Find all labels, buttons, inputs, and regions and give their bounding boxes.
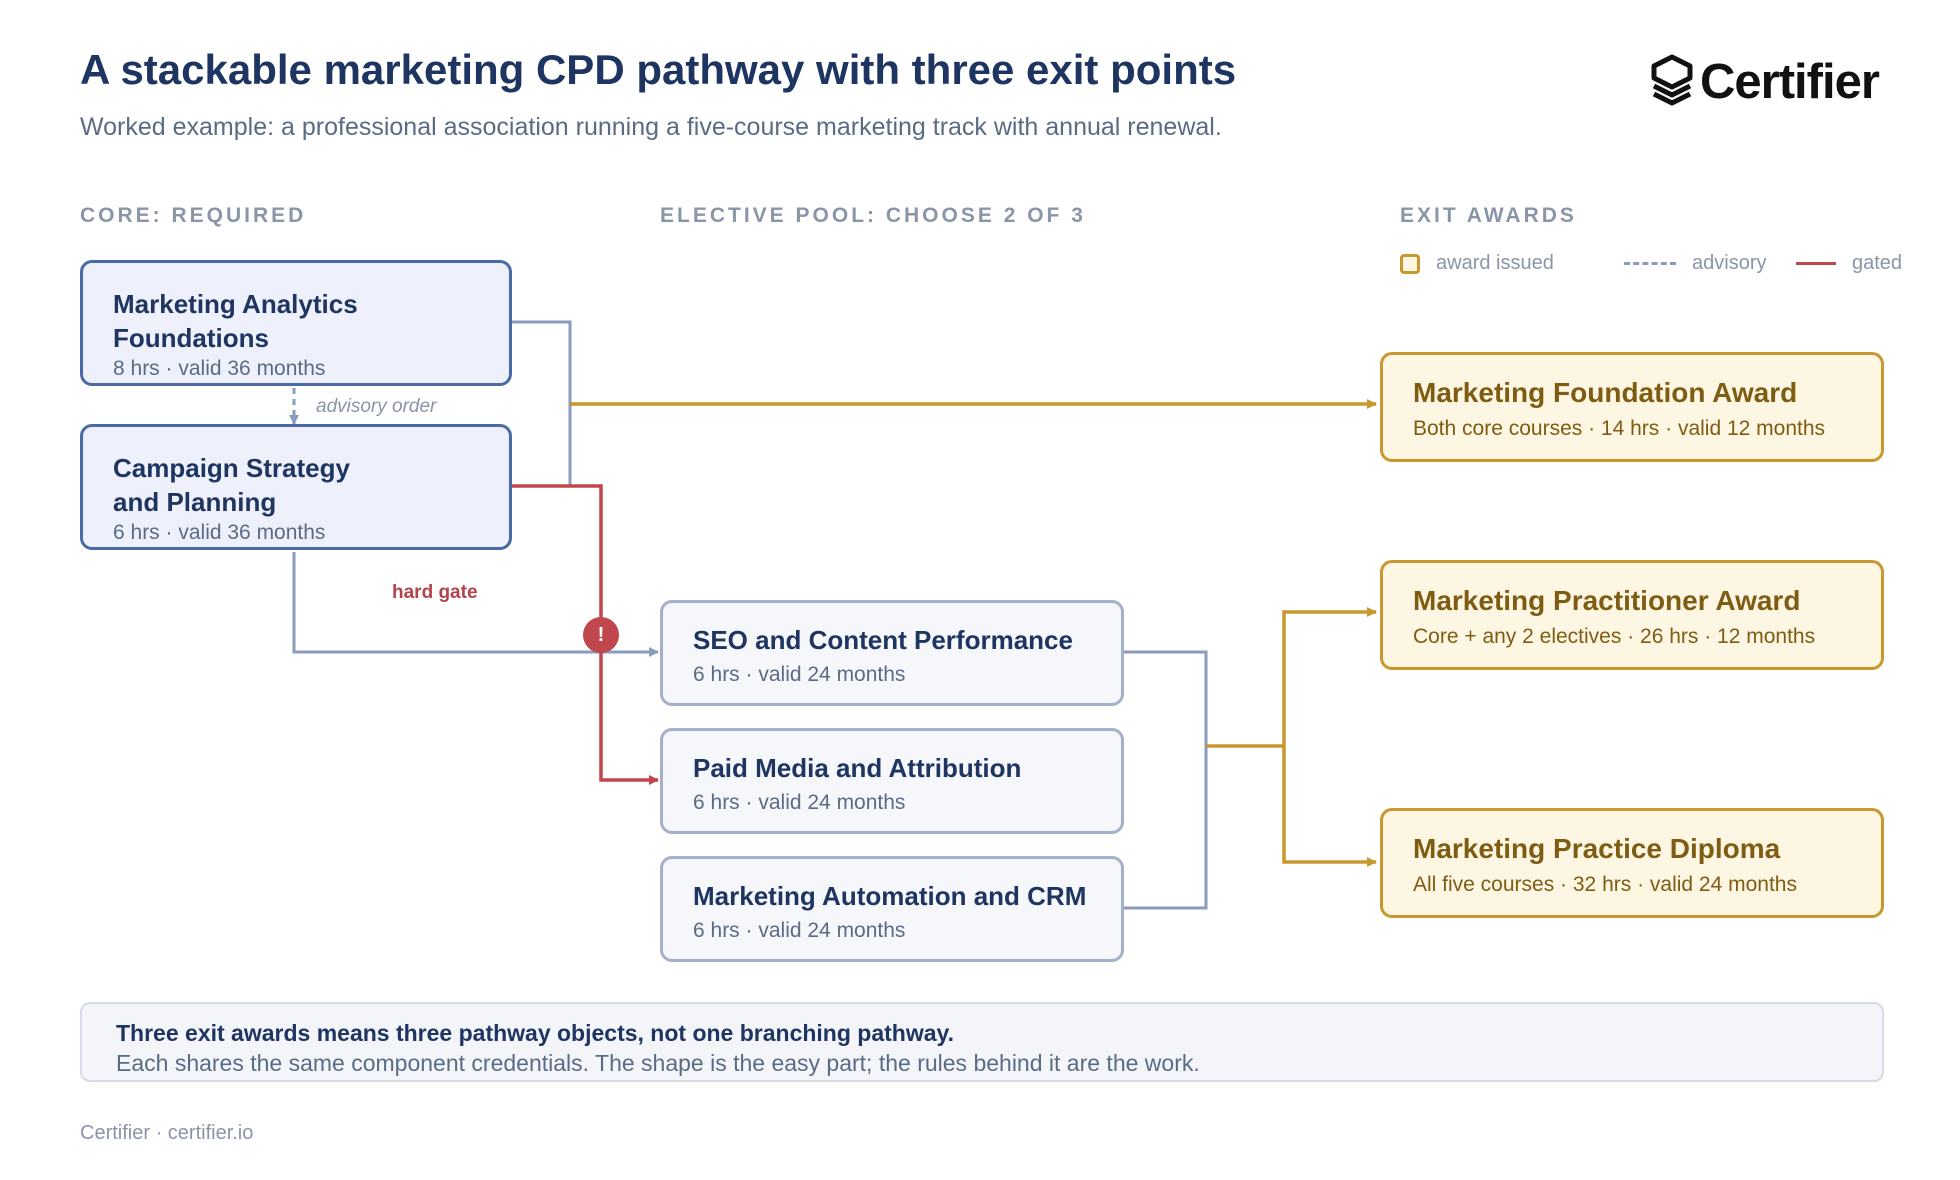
elective-node-seo[interactable]: SEO and Content Performance 6 hrs · vali… bbox=[660, 600, 1124, 706]
legend-award-label: award issued bbox=[1436, 252, 1554, 274]
node-meta: Both core courses · 14 hrs · valid 12 mo… bbox=[1413, 417, 1826, 440]
advisory-order-label: advisory order bbox=[316, 396, 437, 417]
award-node-diploma[interactable]: Marketing Practice Diploma All five cour… bbox=[1380, 808, 1884, 918]
award-node-practitioner[interactable]: Marketing Practitioner Award Core + any … bbox=[1380, 560, 1884, 670]
shield-icon bbox=[1651, 54, 1693, 106]
node-title: Marketing Practice Diploma bbox=[1413, 833, 1781, 864]
node-meta: Core + any 2 electives · 26 hrs · 12 mon… bbox=[1413, 625, 1816, 648]
node-title: SEO and Content Performance bbox=[693, 625, 1073, 655]
practitioner-award-arrow bbox=[1282, 607, 1377, 746]
award-node-foundation[interactable]: Marketing Foundation Award Both core cou… bbox=[1380, 352, 1884, 462]
callout-headline: Three exit awards means three pathway ob… bbox=[116, 1020, 955, 1046]
gate-warning-icon: ! bbox=[583, 617, 619, 653]
page-title: A stackable marketing CPD pathway with t… bbox=[80, 46, 1237, 93]
node-title: Marketing Automation and CRM bbox=[693, 881, 1087, 911]
core-bracket-line bbox=[512, 320, 572, 488]
node-meta: 6 hrs · valid 24 months bbox=[693, 919, 906, 942]
node-title: Marketing Foundation Award bbox=[1413, 377, 1798, 408]
node-meta: 6 hrs · valid 24 months bbox=[693, 791, 906, 814]
column-header-exits: EXIT AWARDS bbox=[1400, 204, 1577, 227]
page-subtitle: Worked example: a professional associati… bbox=[80, 113, 1222, 141]
legend-gated: gated bbox=[1796, 252, 1902, 275]
column-header-core: CORE: REQUIRED bbox=[80, 204, 307, 227]
legend-award: award issued bbox=[1400, 252, 1554, 275]
node-meta: 6 hrs · valid 24 months bbox=[693, 663, 906, 686]
legend-advisory-label: advisory bbox=[1692, 252, 1767, 274]
core-to-seo-line bbox=[292, 552, 659, 657]
node-title: Paid Media and Attribution bbox=[693, 753, 1022, 783]
node-title: Campaign Strategy and Planning bbox=[113, 453, 350, 517]
core-node-campaign[interactable]: Campaign Strategy and Planning 6 hrs · v… bbox=[80, 424, 512, 550]
node-meta: 8 hrs · valid 36 months bbox=[113, 357, 326, 380]
core-node-analytics[interactable]: Marketing Analytics Foundations 8 hrs · … bbox=[80, 260, 512, 386]
award-swatch-icon bbox=[1400, 253, 1420, 274]
elective-node-paid-media[interactable]: Paid Media and Attribution 6 hrs · valid… bbox=[660, 728, 1124, 834]
footer-credit: Certifier · certifier.io bbox=[80, 1122, 254, 1144]
column-header-electives: ELECTIVE POOL: CHOOSE 2 OF 3 bbox=[660, 204, 1086, 227]
callout-text: Each shares the same component credentia… bbox=[116, 1050, 1200, 1076]
legend-advisory: advisory bbox=[1624, 252, 1766, 275]
node-title: Marketing Analytics Foundations bbox=[113, 289, 358, 353]
hard-gate-label: hard gate bbox=[392, 582, 478, 603]
dashed-line-icon bbox=[1624, 262, 1676, 265]
node-meta: All five courses · 32 hrs · valid 24 mon… bbox=[1413, 873, 1797, 896]
logo-wordmark: Certifier bbox=[1700, 55, 1880, 109]
solid-line-icon bbox=[1796, 262, 1836, 265]
legend-gated-label: gated bbox=[1852, 252, 1903, 274]
elective-bracket-line bbox=[1124, 650, 1208, 910]
callout-note: Three exit awards means three pathway ob… bbox=[80, 1002, 1884, 1082]
node-title: Marketing Practitioner Award bbox=[1413, 585, 1801, 616]
certifier-logo: Certifier bbox=[1650, 52, 1880, 112]
node-meta: 6 hrs · valid 36 months bbox=[113, 521, 326, 544]
diploma-award-arrow bbox=[1282, 746, 1377, 867]
elective-node-automation[interactable]: Marketing Automation and CRM 6 hrs · val… bbox=[660, 856, 1124, 962]
